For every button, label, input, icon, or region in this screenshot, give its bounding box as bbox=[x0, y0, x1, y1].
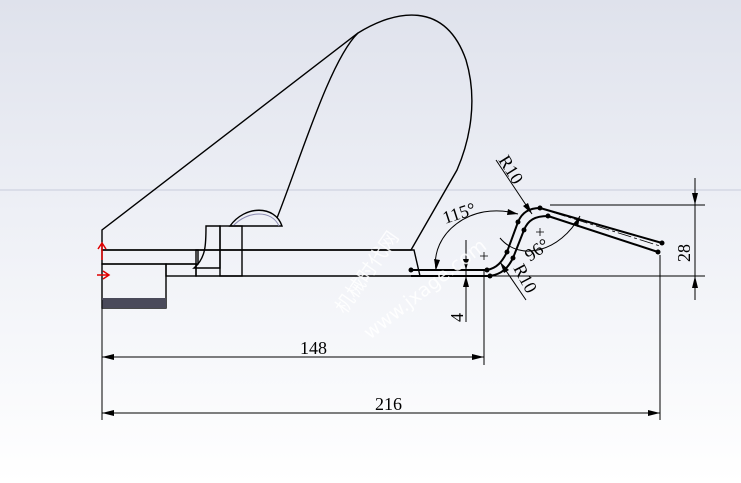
dim-height-label: 28 bbox=[674, 244, 694, 262]
dim-radius-bottom-label: R10 bbox=[509, 260, 541, 296]
dim-radius-top[interactable]: R10 bbox=[495, 152, 533, 215]
part-tab-window bbox=[219, 225, 243, 277]
dim-angle-outer-label: 115° bbox=[440, 198, 478, 227]
part-bend-tab[interactable] bbox=[192, 225, 221, 269]
center-mark bbox=[480, 252, 488, 260]
centerline bbox=[551, 211, 661, 247]
part-lower-block[interactable] bbox=[101, 249, 199, 265]
origin-x-icon bbox=[97, 270, 111, 280]
dim-radius-bottom[interactable]: R10 bbox=[499, 260, 541, 301]
dim-bend-position-label: 148 bbox=[300, 338, 327, 358]
dim-offset-label: 4 bbox=[447, 313, 467, 322]
part-rolled-edge bbox=[276, 32, 359, 219]
part-notch-shadow bbox=[232, 213, 280, 227]
part-main-face[interactable] bbox=[101, 14, 473, 251]
origin-axis-icon bbox=[97, 241, 107, 260]
part-notch bbox=[228, 209, 283, 227]
dim-radius-top-label: R10 bbox=[495, 152, 528, 188]
part-step bbox=[165, 263, 197, 277]
part-lower-lip-shadow bbox=[102, 298, 166, 308]
dim-bend-position[interactable]: 148 bbox=[102, 270, 485, 365]
center-mark bbox=[536, 228, 544, 236]
dim-overall-length[interactable]: 216 bbox=[101, 255, 661, 420]
sketch-profile[interactable] bbox=[408, 205, 665, 279]
dim-overall-length-label: 216 bbox=[375, 394, 402, 414]
dim-height[interactable]: 28 bbox=[492, 178, 705, 300]
dim-offset[interactable]: 4 bbox=[440, 240, 470, 322]
